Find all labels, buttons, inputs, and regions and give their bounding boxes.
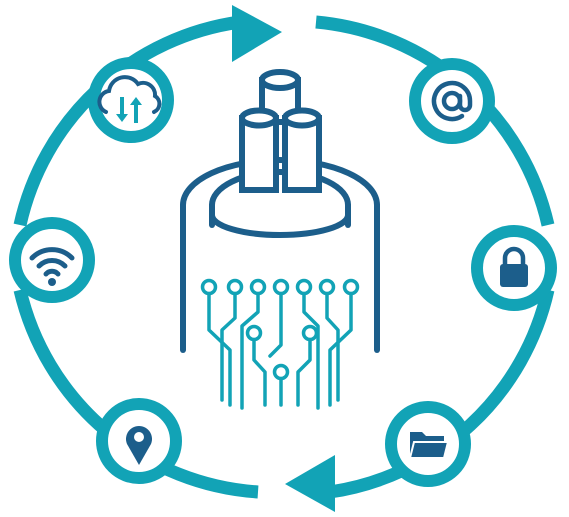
fiber-optic-cable-icon [180,69,380,410]
lock-icon [500,246,528,287]
arrow-right-icon [232,5,282,62]
node-email [409,58,495,144]
node-cloud-sync [88,57,174,143]
wifi-dot [48,278,56,286]
ring-arc-bottom-right [329,288,555,499]
folder-icon [408,432,450,459]
node-security [471,225,557,311]
node-wifi [9,217,95,303]
arrow-left-icon [285,455,335,512]
wifi-icon [29,247,75,277]
node-files [385,401,471,487]
cloud-sync-icon [97,75,162,123]
at-sign-icon [431,80,473,122]
node-location [96,398,182,484]
location-pin-icon [126,426,152,465]
